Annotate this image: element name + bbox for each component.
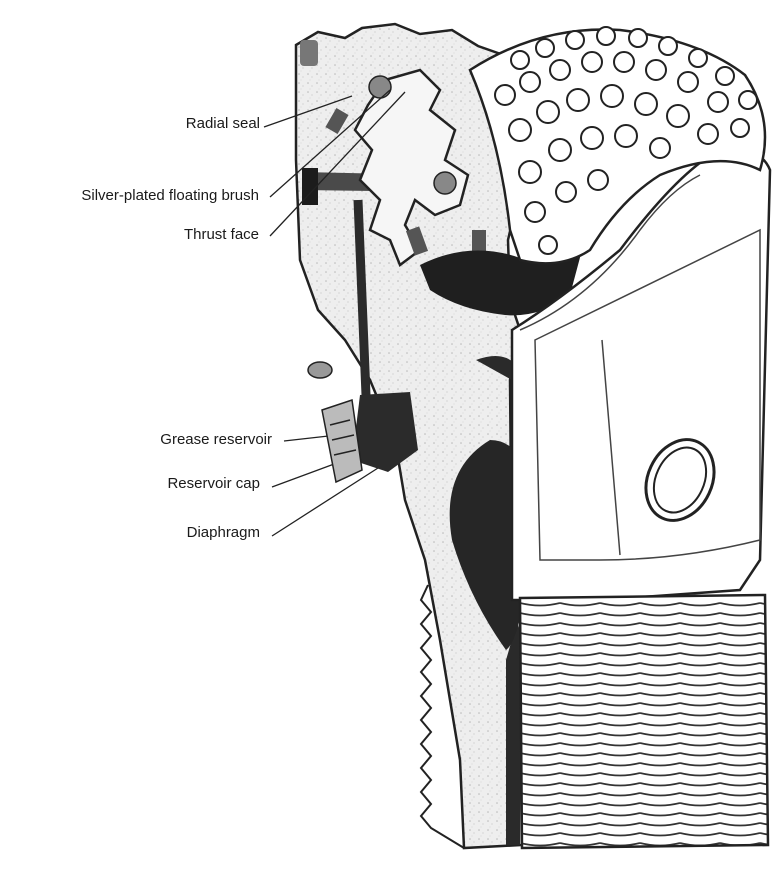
ball-bearing [369,76,391,98]
cone-insert [525,202,545,222]
cone-insert [550,60,570,80]
cone-insert [716,67,734,85]
cone-insert [739,91,757,109]
label-grease-reservoir: Grease reservoir [160,431,272,448]
label-reservoir-cap: Reservoir cap [167,475,260,492]
label-diaphragm: Diaphragm [187,524,260,541]
cone-insert [556,182,576,202]
cone-insert [731,119,749,137]
cone-insert [495,85,515,105]
cone-insert [539,236,557,254]
cone-insert [520,72,540,92]
threaded-pin [520,595,768,848]
cone-insert [708,92,728,112]
leader-diaphragm [272,468,378,536]
cone-insert [566,31,584,49]
cone-insert [659,37,677,55]
cone-insert [597,27,615,45]
cone-insert [601,85,623,107]
cone-insert [536,39,554,57]
cone-insert [698,124,718,144]
cone-insert [615,125,637,147]
cone-insert [567,89,589,111]
cone-insert [646,60,666,80]
cone-insert [519,161,541,183]
cone-insert [509,119,531,141]
cone-insert [549,139,571,161]
cone-insert [667,105,689,127]
cone-insert [629,29,647,47]
cone-insert [511,51,529,69]
label-radial-seal: Radial seal [186,115,260,132]
cone-insert [635,93,657,115]
label-thrust-face: Thrust face [184,226,259,243]
cone-insert [650,138,670,158]
cone-insert [582,52,602,72]
label-floating-brush: Silver-plated floating brush [81,187,259,204]
cone-insert [678,72,698,92]
cone-insert [588,170,608,190]
ball-bearing [434,172,456,194]
cone-insert [581,127,603,149]
cone-insert [537,101,559,123]
cone-insert [689,49,707,67]
cone-insert [614,52,634,72]
